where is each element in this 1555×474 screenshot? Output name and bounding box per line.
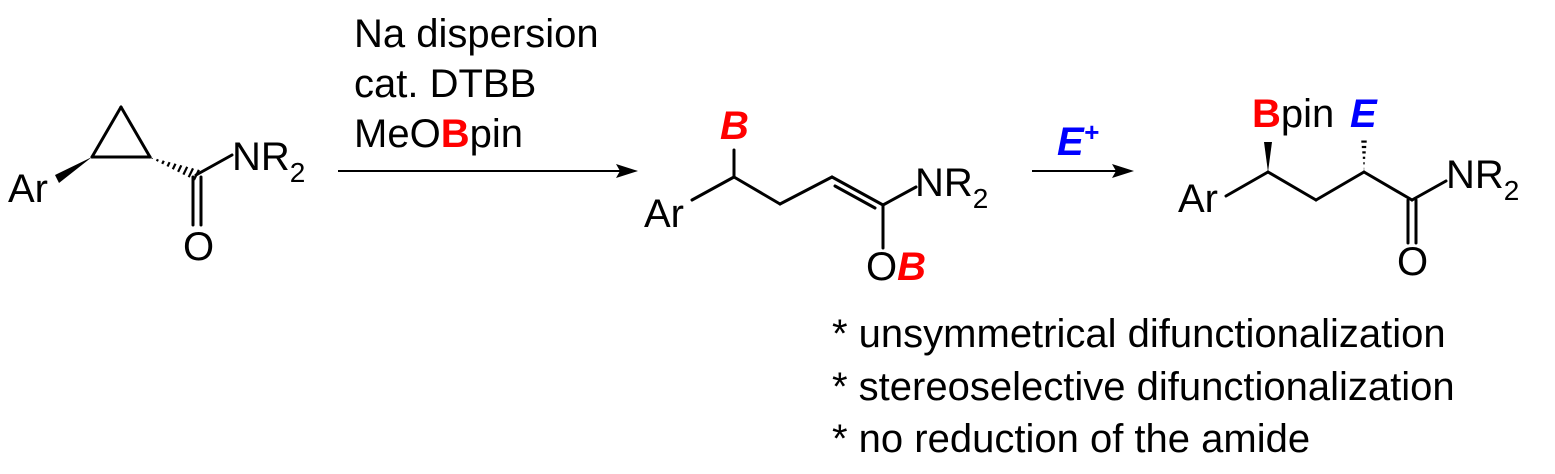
intermediate-aryl-label: Ar — [644, 192, 684, 236]
product-ch2-bond-2 — [1314, 170, 1366, 202]
product-boron-wedge — [1264, 142, 1272, 172]
reaction-arrow-1 — [338, 164, 638, 178]
intermediate-amine-label: NR2 — [915, 161, 988, 214]
product-oxygen-label: O — [1397, 240, 1428, 284]
intermediate-cn-bond — [881, 185, 918, 207]
reactant-aryl-wedge — [55, 157, 92, 183]
intermediate-boron-top-label: B — [720, 104, 749, 148]
intermediate-aryl-bond — [690, 175, 736, 202]
product-bpin-label: Bpin — [1252, 92, 1334, 136]
note-unsymmetrical: * unsymmetrical difunctionalization — [832, 312, 1446, 356]
product-carbonyl-bond — [1362, 170, 1414, 202]
reactant-aryl-label: Ar — [8, 167, 48, 211]
conditions-boron-label: B — [441, 112, 470, 156]
conditions-line-3: MeOBpin — [354, 112, 523, 156]
cyclopropane-bond-top-right — [119, 105, 152, 159]
product-hashed-bond — [1361, 140, 1367, 170]
reactant-structure — [55, 105, 234, 227]
conditions-line-1: Na dispersion — [354, 12, 599, 56]
reaction-arrow-2 — [1032, 164, 1134, 178]
conditions-line-2: cat. DTBB — [354, 62, 536, 106]
reactant-amine-label: NR2 — [232, 135, 305, 188]
cyclopropane-bond-top-left — [90, 105, 123, 159]
intermediate-oxygen-label: OB — [866, 245, 926, 289]
intermediate-structure — [690, 148, 918, 250]
step2-electrophile-label: E+ — [1057, 117, 1099, 164]
product-ch2-bond-1 — [1266, 170, 1318, 202]
note-stereoselective: * stereoselective difunctionalization — [832, 365, 1455, 409]
intermediate-ch2-bond — [732, 175, 782, 206]
product-aryl-bond — [1224, 170, 1270, 198]
intermediate-vinyl-bond — [778, 175, 834, 206]
reactant-hashed-bond — [150, 157, 200, 181]
intermediate-alkene-bond-2 — [833, 184, 877, 210]
intermediate-alkene-bond-1 — [830, 175, 885, 207]
product-cn-bond — [1410, 179, 1448, 202]
product-amine-label: NR2 — [1446, 153, 1519, 206]
product-aryl-label: Ar — [1178, 177, 1218, 221]
product-structure — [1224, 140, 1448, 245]
product-electrophile-label: E — [1350, 92, 1378, 136]
product-boron-label: B — [1252, 92, 1281, 136]
note-no-reduction: * no reduction of the amide — [832, 417, 1310, 461]
reactant-amide-cn-bond — [194, 153, 234, 177]
reactant-oxygen-label: O — [183, 225, 214, 269]
intermediate-boron-oxygen-label: B — [897, 245, 926, 289]
